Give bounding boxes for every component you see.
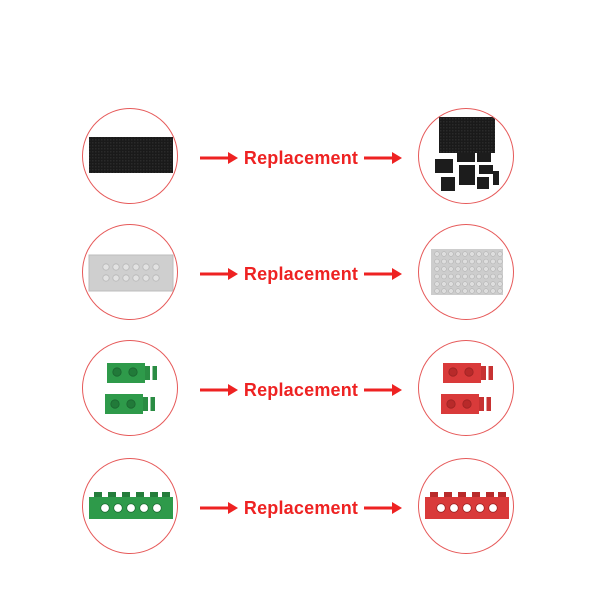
replacement-row-2: Replacement [0, 224, 600, 354]
red-hinge-plates-icon [441, 363, 493, 414]
before-circle [82, 224, 178, 320]
replacement-flow: Replacement [196, 262, 406, 286]
replacement-row-4: Replacement [0, 458, 600, 588]
after-circle [418, 224, 514, 320]
arrow-right-icon [364, 383, 403, 397]
replacement-label: Replacement [243, 379, 359, 400]
arrow-right-icon [199, 267, 238, 281]
red-technic-brick-icon [425, 492, 509, 519]
replacement-label: Replacement [243, 263, 359, 284]
arrow-right-icon [364, 267, 403, 281]
after-circle [418, 458, 514, 554]
replacement-label: Replacement [243, 147, 359, 168]
replacement-row-1: Replacement [0, 108, 600, 238]
replacement-flow: Replacement [196, 146, 406, 170]
green-hinge-plates-icon [105, 363, 157, 414]
arrow-right-icon [199, 151, 238, 165]
before-circle [82, 340, 178, 436]
replacement-row-3: Replacement [0, 340, 600, 470]
replacement-flow: Replacement [196, 378, 406, 402]
arrow-right-icon [199, 501, 238, 515]
after-circle [418, 340, 514, 436]
before-circle [82, 108, 178, 204]
replacement-flow: Replacement [196, 496, 406, 520]
black-tiles-set-icon [435, 117, 499, 191]
green-technic-brick-icon [89, 492, 173, 519]
before-circle [82, 458, 178, 554]
after-circle [418, 108, 514, 204]
gray-plate-2x6-icon [88, 254, 174, 292]
arrow-right-icon [364, 151, 403, 165]
arrow-right-icon [364, 501, 403, 515]
gray-plate-6x10-icon [431, 249, 503, 295]
replacement-label: Replacement [243, 497, 359, 518]
black-tile-icon [89, 137, 173, 173]
arrow-right-icon [199, 383, 238, 397]
